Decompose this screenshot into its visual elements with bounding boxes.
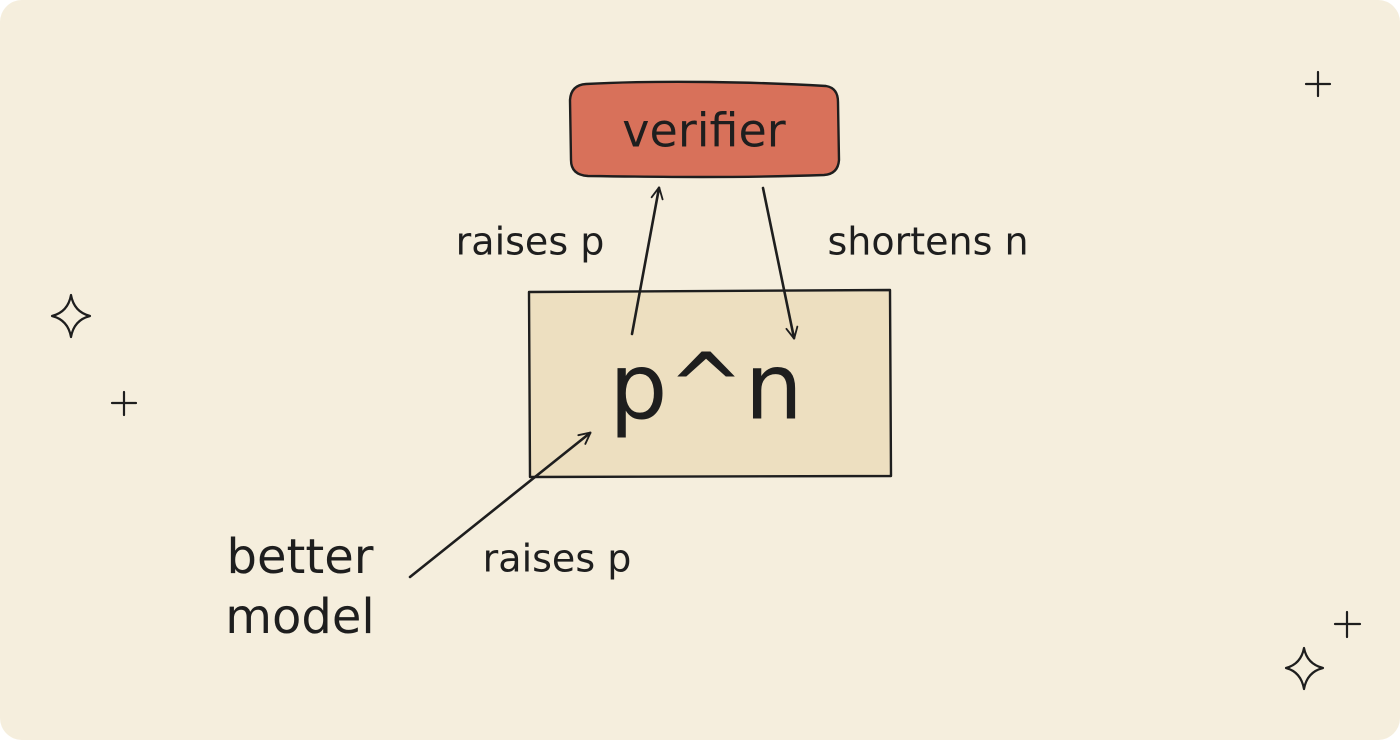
arrow-model-to-formula bbox=[408, 431, 592, 579]
model-node: better model bbox=[225, 529, 374, 645]
model-label-line1: better bbox=[227, 529, 374, 585]
formula-node: p^n bbox=[527, 288, 893, 479]
verifier-node: verifier bbox=[568, 80, 841, 179]
plus-sparkle-icon bbox=[1333, 610, 1362, 639]
plus-sparkle-icon bbox=[1304, 70, 1332, 98]
star-sparkle-icon bbox=[1284, 646, 1325, 691]
arrow-verifier-to-formula bbox=[761, 186, 799, 340]
edge-label-raises-p-bottom: raises p bbox=[483, 537, 632, 581]
formula-box bbox=[527, 288, 893, 479]
arrow-formula-to-verifier bbox=[630, 186, 664, 336]
model-label-line2: model bbox=[225, 589, 374, 645]
star-sparkle-icon bbox=[50, 293, 92, 339]
verifier-box bbox=[568, 80, 841, 179]
edge-label-shortens-n: shortens n bbox=[827, 220, 1028, 264]
verifier-label: verifier bbox=[622, 104, 785, 158]
plus-sparkle-icon bbox=[110, 390, 138, 417]
edge-label-raises-p-top: raises p bbox=[456, 220, 605, 264]
formula-label: p^n bbox=[609, 333, 803, 440]
